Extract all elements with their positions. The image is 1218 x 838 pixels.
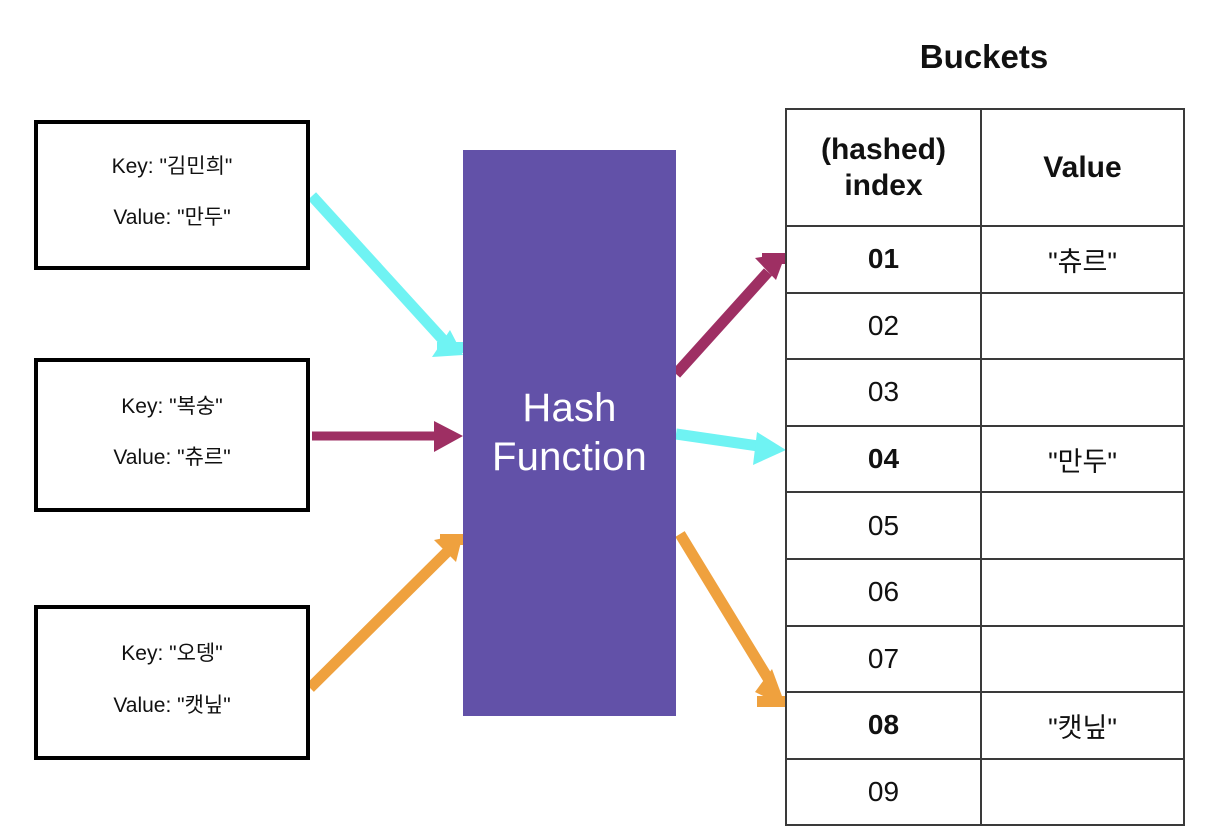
column-header-value: Value bbox=[980, 108, 1185, 227]
table-row: 07 bbox=[785, 624, 1185, 694]
arrow-in-maroon bbox=[312, 421, 463, 452]
bucket-index-cell: 02 bbox=[785, 291, 982, 361]
bucket-index-cell: 04 bbox=[785, 424, 982, 494]
entry-value-label: Value: "츄르" bbox=[113, 446, 231, 469]
entry-key-label: Key: "오뎅" bbox=[121, 642, 223, 666]
arrow-out-maroon bbox=[671, 253, 786, 378]
bucket-index-cell: 09 bbox=[785, 757, 982, 827]
entry-box-1: Key: "김민희" Value: "만두" bbox=[34, 120, 310, 270]
entry-value-label: Value: "캣닢" bbox=[113, 693, 231, 717]
bucket-value-cell bbox=[980, 757, 1185, 827]
column-header-index-line1: (hashed) bbox=[820, 133, 946, 167]
table-row: 09 bbox=[785, 757, 1185, 827]
bucket-value-cell bbox=[980, 557, 1185, 627]
entry-value-label: Value: "만두" bbox=[113, 206, 231, 229]
arrow-in-orange bbox=[306, 534, 463, 692]
bucket-value-cell: "만두" bbox=[980, 424, 1185, 494]
arrow-out-orange bbox=[675, 531, 786, 707]
bucket-value-cell bbox=[980, 358, 1185, 427]
table-row: 03 bbox=[785, 358, 1185, 427]
table-row: 08"캣닢" bbox=[785, 691, 1185, 760]
table-row: 01"츄르" bbox=[785, 225, 1185, 294]
column-header-index: (hashed) index bbox=[785, 108, 982, 227]
buckets-table-head: (hashed) index Value bbox=[785, 108, 1185, 227]
entry-key-label: Key: "복숭" bbox=[121, 394, 223, 418]
bucket-index-cell: 03 bbox=[785, 358, 982, 427]
bucket-index-cell: 08 bbox=[785, 691, 982, 760]
arrow-in-cyan bbox=[307, 192, 463, 357]
buckets-title: Buckets bbox=[919, 38, 1049, 75]
hash-function-block: Hash Function bbox=[463, 150, 676, 716]
bucket-value-cell: "츄르" bbox=[980, 225, 1185, 294]
entry-box-3: Key: "오뎅" Value: "캣닢" bbox=[34, 605, 310, 760]
bucket-value-cell bbox=[980, 491, 1185, 560]
hash-function-label-line2: Function bbox=[491, 435, 648, 479]
arrow-out-cyan bbox=[675, 428, 786, 465]
table-header-row: (hashed) index Value bbox=[785, 108, 1185, 227]
bucket-value-cell bbox=[980, 291, 1185, 361]
table-row: 02 bbox=[785, 291, 1185, 361]
bucket-index-cell: 07 bbox=[785, 624, 982, 694]
hash-function-label: Hash Function bbox=[492, 384, 647, 482]
table-row: 05 bbox=[785, 491, 1185, 560]
entry-key-label: Key: "김민희" bbox=[111, 154, 233, 178]
bucket-value-cell: "캣닢" bbox=[980, 691, 1185, 760]
bucket-index-cell: 05 bbox=[785, 491, 982, 560]
bucket-index-cell: 06 bbox=[785, 557, 982, 627]
column-header-index-line2: index bbox=[844, 168, 923, 202]
table-row: 06 bbox=[785, 557, 1185, 627]
bucket-value-cell bbox=[980, 624, 1185, 694]
entry-box-2: Key: "복숭" Value: "츄르" bbox=[34, 358, 310, 512]
hash-function-label-line1: Hash bbox=[522, 386, 617, 431]
bucket-index-cell: 01 bbox=[785, 225, 982, 294]
table-row: 04"만두" bbox=[785, 424, 1185, 494]
